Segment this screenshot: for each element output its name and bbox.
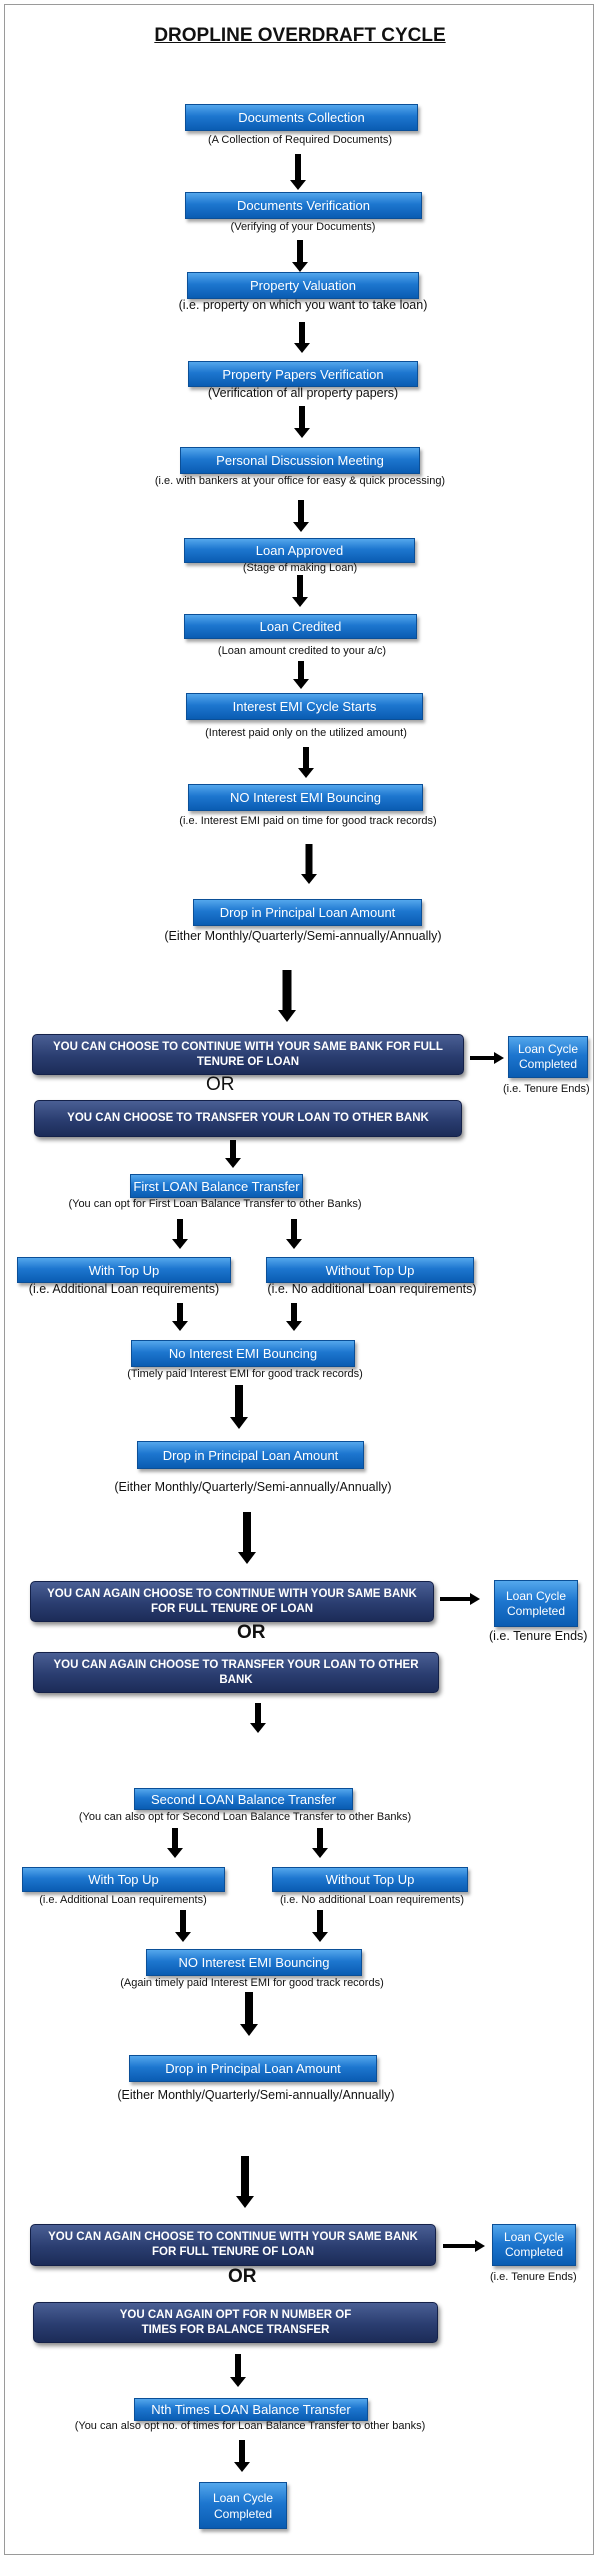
loan-credited-caption: (Loan amount credited to your a/c) [217,645,387,657]
with-top-up-2-box: With Top Up [22,1867,225,1892]
arrow-down [293,500,309,532]
without-top-up-caption: (i.e. No additional Loan requirements) [267,1282,477,1296]
documents-verification-box: Documents Verification [185,192,422,219]
property-valuation-caption: (i.e. property on which you want to take… [178,298,428,312]
loan-credited-box: Loan Credited [184,614,417,639]
tenure-ends-caption: (i.e. Tenure Ends) [503,1083,590,1095]
arrow-down [175,1910,191,1942]
personal-meeting-caption: (i.e. with bankers at your office for ea… [154,475,446,487]
arrow-down [312,1828,328,1858]
with-top-up-2-caption: (i.e. Additional Loan requirements) [39,1894,207,1906]
no-bouncing-3-box: NO Interest EMI Bouncing [146,1949,362,1976]
arrow-down [294,406,310,438]
drop-principal-2-box: Drop in Principal Loan Amount [137,1441,364,1469]
transfer-other-bank-2-box: YOU CAN AGAIN CHOOSE TO TRANSFER YOUR LO… [33,1652,439,1693]
property-papers-box: Property Papers Verification [188,361,418,387]
arrow-right [443,2240,485,2252]
nth-transfer-box: Nth Times LOAN Balance Transfer [134,2398,368,2421]
drop-principal-caption: (Either Monthly/Quarterly/Semi-annually/… [164,929,442,943]
emi-starts-box: Interest EMI Cycle Starts [186,693,423,720]
arrow-down [172,1219,188,1249]
arrow-down [240,1992,258,2036]
arrow-down [290,154,306,190]
arrow-down [236,2156,254,2208]
arrow-down [167,1828,183,1858]
no-bouncing-box: NO Interest EMI Bouncing [188,784,423,811]
first-transfer-box: First LOAN Balance Transfer [130,1174,303,1198]
documents-verification-caption: (Verifying of your Documents) [230,221,376,233]
second-transfer-box: Second LOAN Balance Transfer [134,1788,353,1810]
or-label-3: OR [228,2266,257,2287]
without-top-up-box: Without Top Up [266,1257,474,1283]
tenure-ends-3-caption: (i.e. Tenure Ends) [490,2271,577,2283]
with-top-up-caption: (i.e. Additional Loan requirements) [28,1282,220,1296]
documents-collection-box: Documents Collection [185,104,418,131]
no-bouncing-2-box: No Interest EMI Bouncing [131,1340,355,1367]
arrow-down [301,844,317,884]
emi-starts-caption: (Interest paid only on the utilized amou… [205,727,407,739]
loan-cycle-completed-box: Loan Cycle Completed [508,1036,588,1078]
tenure-ends-2-caption: (i.e. Tenure Ends) [489,1629,588,1643]
arrow-down [238,1512,256,1564]
second-transfer-caption: (You can also opt for Second Loan Balanc… [78,1811,412,1823]
continue-same-bank-2-box: YOU CAN AGAIN CHOOSE TO CONTINUE WITH YO… [30,1581,434,1622]
arrow-down [292,240,308,272]
or-label-2: OR [237,1622,266,1643]
with-top-up-box: With Top Up [17,1257,231,1283]
first-transfer-caption: (You can opt for First Loan Balance Tran… [68,1198,362,1210]
arrow-down [278,970,296,1022]
arrow-right [470,1052,504,1064]
arrow-down [286,1303,302,1331]
arrow-down [225,1140,241,1168]
or-label: OR [206,1074,235,1095]
arrow-down [294,322,310,353]
no-bouncing-2-caption: (Timely paid Interest EMI for good track… [127,1368,363,1380]
drop-principal-3-box: Drop in Principal Loan Amount [129,2055,377,2082]
drop-principal-2-caption: (Either Monthly/Quarterly/Semi-annually/… [114,1480,392,1494]
arrow-down [250,1703,266,1733]
loan-cycle-completed-2-box: Loan Cycle Completed [494,1580,578,1627]
without-top-up-2-caption: (i.e. No additional Loan requirements) [279,1894,465,1906]
arrow-down [230,2354,246,2387]
without-top-up-2-box: Without Top Up [272,1867,468,1892]
arrow-down [298,747,314,778]
diagram-frame [4,4,594,2555]
arrow-down [293,661,309,689]
loan-approved-box: Loan Approved [184,538,415,563]
drop-principal-3-caption: (Either Monthly/Quarterly/Semi-annually/… [117,2088,395,2102]
continue-same-bank-3-box: YOU CAN AGAIN CHOOSE TO CONTINUE WITH YO… [30,2224,436,2266]
personal-meeting-box: Personal Discussion Meeting [180,447,420,474]
drop-principal-box: Drop in Principal Loan Amount [193,899,422,926]
nth-transfer-caption: (You can also opt no. of times for Loan … [74,2420,426,2432]
loan-approved-caption: (Stage of making Loan) [242,562,358,574]
n-times-transfer-box: YOU CAN AGAIN OPT FOR N NUMBER OF TIMES … [33,2302,438,2343]
arrow-down [230,1385,248,1429]
no-bouncing-3-caption: (Again timely paid Interest EMI for good… [120,1977,384,1989]
property-valuation-box: Property Valuation [187,272,419,299]
loan-cycle-completed-3-box: Loan Cycle Completed [492,2224,576,2266]
arrow-down [312,1910,328,1942]
no-bouncing-caption: (i.e. Interest EMI paid on time for good… [179,815,437,827]
arrow-down [286,1219,302,1249]
final-loan-cycle-completed-box: Loan Cycle Completed [199,2482,287,2529]
transfer-other-bank-box: YOU CAN CHOOSE TO TRANSFER YOUR LOAN TO … [34,1100,462,1137]
continue-same-bank-box: YOU CAN CHOOSE TO CONTINUE WITH YOUR SAM… [32,1034,464,1075]
diagram-title: DROPLINE OVERDRAFT CYCLE [154,25,446,46]
property-papers-caption: (Verification of all property papers) [207,386,399,400]
arrow-down [234,2440,250,2472]
arrow-down [172,1303,188,1331]
arrow-down [292,575,308,607]
documents-collection-caption: (A Collection of Required Documents) [207,134,393,146]
arrow-right [440,1593,480,1605]
